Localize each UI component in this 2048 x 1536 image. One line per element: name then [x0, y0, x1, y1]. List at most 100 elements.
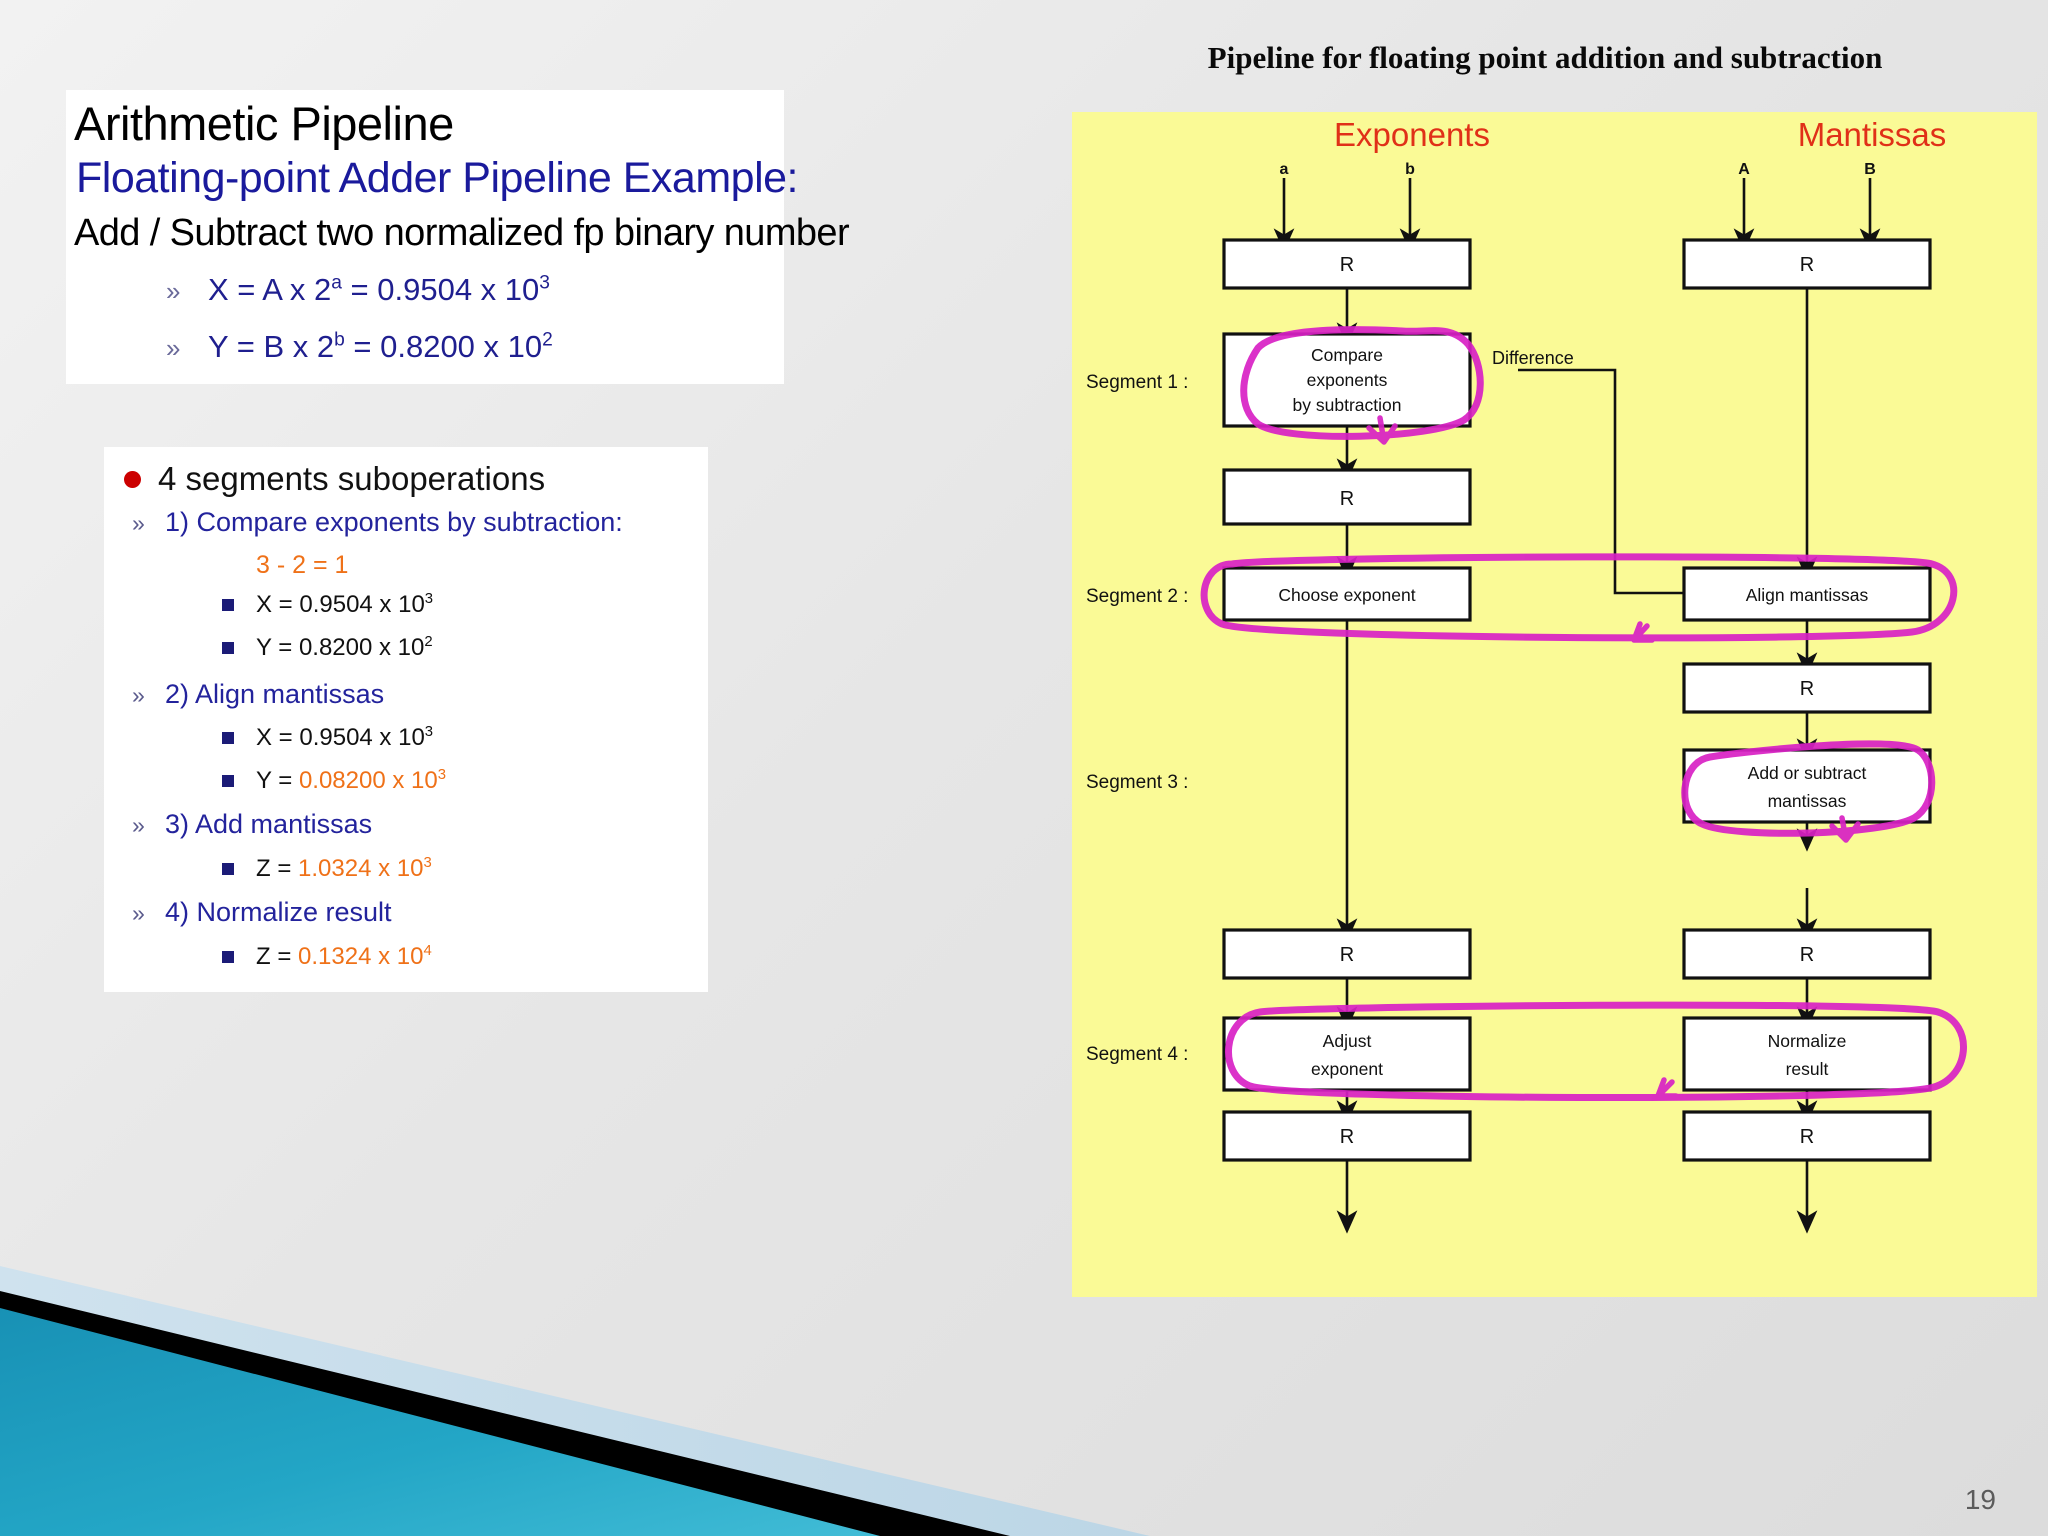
compare-exponents-line-1: exponents [1307, 370, 1388, 390]
register-label: R [1340, 488, 1354, 510]
square-bullet-icon [222, 863, 234, 875]
square-bullet-icon [222, 732, 234, 744]
register-label: R [1800, 254, 1814, 276]
input-label-A: A [1738, 161, 1750, 178]
register-box [1222, 468, 1472, 526]
register-box [1682, 662, 1932, 714]
equation-y-mid: = 0.8200 x 10 [344, 329, 543, 364]
register-label: R [1800, 1126, 1814, 1148]
highlight-annotations [1200, 326, 1967, 1102]
equation-x-rhs-exp: 3 [539, 272, 550, 294]
suboperations-card: 4 segments suboperations »1) Compare exp… [104, 447, 708, 992]
square-bullet-icon [222, 775, 234, 787]
input-label-a: a [1280, 161, 1289, 178]
chevron-icon: » [166, 333, 181, 363]
process-box-labels: Compare exponents by subtraction Choose … [1278, 345, 1868, 1079]
register-boxes [1222, 238, 1932, 1162]
page-subtitle: Floating-point Adder Pipeline Example: [76, 154, 799, 202]
equation-y-lhs: Y = B x 2 [208, 329, 335, 364]
register-label: R [1340, 1126, 1354, 1148]
segment-labels: Segment 1 : Segment 2 : Segment 3 : Segm… [1086, 372, 1188, 1065]
choose-exponent-label: Choose exponent [1278, 585, 1415, 605]
chevron-icon: » [132, 510, 145, 536]
compare-exponents-line-2: by subtraction [1293, 395, 1402, 415]
square-bullet-icon [222, 642, 234, 654]
bullet-dot-icon [124, 471, 141, 488]
highlight-segment-2 [1200, 553, 1958, 642]
equation-x: » X = A x 2a = 0.9504 x 103 [166, 272, 550, 308]
segment-label-3: Segment 3 : [1086, 772, 1188, 793]
corner-decoration [0, 1236, 1150, 1536]
register-box [1222, 238, 1472, 290]
pipeline-diagram-svg: R R R R R R R R Compare exponents by sub… [1086, 116, 1967, 1234]
pipeline-diagram-panel: R R R R R R R R Compare exponents by sub… [1072, 112, 2037, 1297]
equation-y: » Y = B x 2b = 0.8200 x 102 [166, 329, 553, 365]
align-mantissas-label: Align mantissas [1746, 585, 1869, 605]
step-2-item-0: X = 0.9504 x 103 [222, 724, 433, 752]
square-bullet-icon [222, 599, 234, 611]
column-headers: Exponents Mantissas [1334, 116, 1946, 153]
highlight-segment-4 [1225, 1001, 1967, 1102]
register-box [1682, 238, 1932, 290]
normalize-result-line-1: result [1786, 1059, 1829, 1079]
process-boxes [1222, 332, 1932, 1092]
step-2-label: »2) Align mantissas [132, 679, 385, 709]
process-box-choose-exponent [1222, 566, 1472, 622]
edge-label-difference: Difference [1492, 348, 1574, 368]
step-3-item-0: Z = 1.0324 x 103 [222, 855, 432, 883]
input-label-b: b [1405, 161, 1415, 178]
column-header-mantissas: Mantissas [1798, 116, 1947, 153]
step-1-calculation: 3 - 2 = 1 [256, 551, 349, 579]
chevron-icon: » [132, 682, 145, 708]
register-label: R [1340, 944, 1354, 966]
segment-label-1: Segment 1 : [1086, 372, 1188, 393]
input-label-B: B [1864, 161, 1876, 178]
step-2-item-1: Y = 0.08200 x 103 [222, 767, 446, 795]
step-1-label: »1) Compare exponents by subtraction: [132, 507, 623, 537]
equation-y-rhs-exp: 2 [542, 329, 553, 351]
process-box-normalize-result [1682, 1016, 1932, 1092]
chevron-icon: » [132, 900, 145, 926]
highlight-add-subtract [1681, 740, 1936, 837]
chevron-icon: » [166, 276, 181, 306]
register-label: R [1340, 254, 1354, 276]
normalize-result-line-0: Normalize [1768, 1031, 1847, 1051]
page-description: Add / Subtract two normalized fp binary … [74, 212, 850, 254]
step-3-label: »3) Add mantissas [132, 809, 373, 839]
step-4-item-0: Z = 0.1324 x 104 [222, 943, 432, 971]
step-4-label: »4) Normalize result [132, 897, 392, 927]
chevron-icon: » [132, 812, 145, 838]
adjust-exponent-line-1: exponent [1311, 1059, 1383, 1079]
step-1-item-0: X = 0.9504 x 103 [222, 591, 433, 619]
add-subtract-line-0: Add or subtract [1748, 763, 1867, 783]
equation-x-lhs-exp: a [331, 272, 342, 294]
highlight-tick [1829, 815, 1861, 843]
highlight-tick [1366, 415, 1398, 445]
highlight-tick [1631, 621, 1655, 643]
column-header-exponents: Exponents [1334, 116, 1490, 153]
segment-label-4: Segment 4 : [1086, 1044, 1188, 1065]
page-number: 19 [1964, 1484, 1996, 1515]
diagram-title: Pipeline for floating point addition and… [1207, 40, 1883, 75]
compare-exponents-line-0: Compare [1311, 345, 1383, 365]
add-subtract-line-1: mantissas [1768, 791, 1847, 811]
register-box [1222, 928, 1472, 980]
square-bullet-icon [222, 951, 234, 963]
process-box-align-mantissas [1682, 566, 1932, 622]
suboperations-heading-text: 4 segments suboperations [158, 460, 546, 497]
segment-label-2: Segment 2 : [1086, 586, 1188, 607]
title-card: Arithmetic Pipeline Floating-point Adder… [66, 90, 850, 384]
equation-x-mid: = 0.9504 x 10 [341, 272, 540, 307]
adjust-exponent-line-0: Adjust [1323, 1031, 1372, 1051]
equation-x-lhs: X = A x 2 [208, 272, 332, 307]
step-1-item-1: Y = 0.8200 x 102 [222, 634, 433, 662]
highlight-tick [1655, 1077, 1679, 1099]
register-box [1682, 928, 1932, 980]
equation-y-lhs-exp: b [334, 329, 345, 351]
highlight-compare-exponents [1240, 326, 1484, 440]
edge-labels: Difference [1492, 348, 1574, 368]
register-box [1682, 1110, 1932, 1162]
register-box [1222, 1110, 1472, 1162]
page-title: Arithmetic Pipeline [74, 97, 454, 150]
suboperations-heading: 4 segments suboperations [124, 460, 545, 498]
